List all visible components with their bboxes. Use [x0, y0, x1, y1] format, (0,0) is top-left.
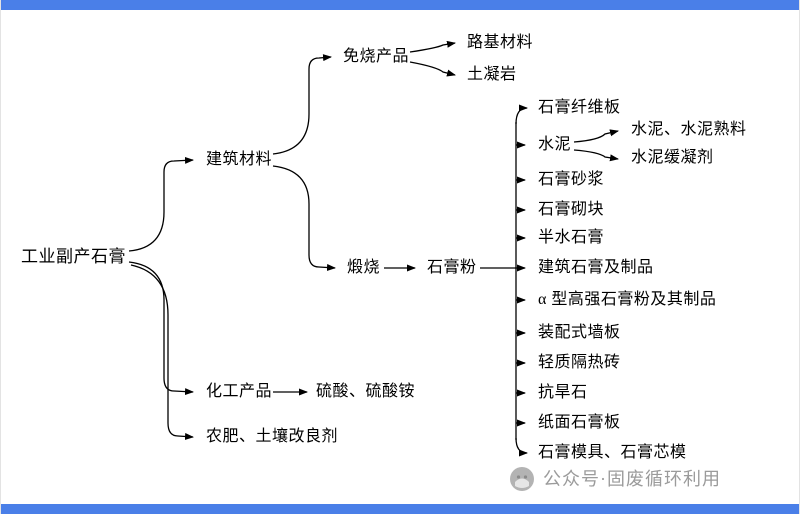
- node-paper-faced-gypsum-board: 纸面石膏板: [538, 414, 621, 431]
- node-soil-solidified-rock: 土凝岩: [467, 66, 517, 83]
- node-alpha-high-strength-gypsum: α 型高强石膏粉及其制品: [538, 291, 717, 308]
- wechat-account-logo-icon: [510, 467, 534, 491]
- node-cement-clinker: 水泥、水泥熟料: [631, 121, 747, 138]
- node-roadbed-material: 路基材料: [467, 34, 534, 51]
- node-fertilizer-soil-improver: 农肥、土壤改良剂: [206, 428, 339, 445]
- node-cement-retarder: 水泥缓凝剂: [631, 149, 714, 166]
- node-calcination: 煅烧: [347, 259, 381, 276]
- node-gypsum-mortar: 石膏砂浆: [538, 171, 605, 188]
- node-gypsum-fiberboard: 石膏纤维板: [538, 99, 621, 116]
- watermark-text: 公众号·固废循环利用: [543, 469, 721, 489]
- node-gypsum-block: 石膏砌块: [538, 201, 605, 218]
- watermark: 公众号·固废循环利用: [509, 465, 721, 493]
- top-blue-bar: [1, 0, 799, 10]
- node-gypsum-mold-core: 石膏模具、石膏芯模: [538, 444, 687, 461]
- node-cement: 水泥: [538, 136, 572, 153]
- node-gypsum-powder: 石膏粉: [427, 259, 477, 276]
- node-lightweight-insulation-brick: 轻质隔热砖: [538, 354, 621, 371]
- node-unfired-products: 免烧产品: [343, 48, 410, 65]
- node-building-gypsum-products: 建筑石膏及制品: [538, 259, 654, 276]
- node-chemical-products: 化工产品: [206, 383, 273, 400]
- node-drought-resistant-stone: 抗旱石: [538, 384, 588, 401]
- node-sulfuric-acid-ammonium-sulfate: 硫酸、硫酸铵: [316, 383, 416, 400]
- node-building-materials: 建筑材料: [206, 151, 273, 168]
- node-prefab-wallboard: 装配式墙板: [538, 324, 621, 341]
- bottom-blue-bar: [1, 504, 799, 514]
- node-hemihydrate-gypsum: 半水石膏: [538, 229, 605, 246]
- node-root: 工业副产石膏: [21, 247, 126, 266]
